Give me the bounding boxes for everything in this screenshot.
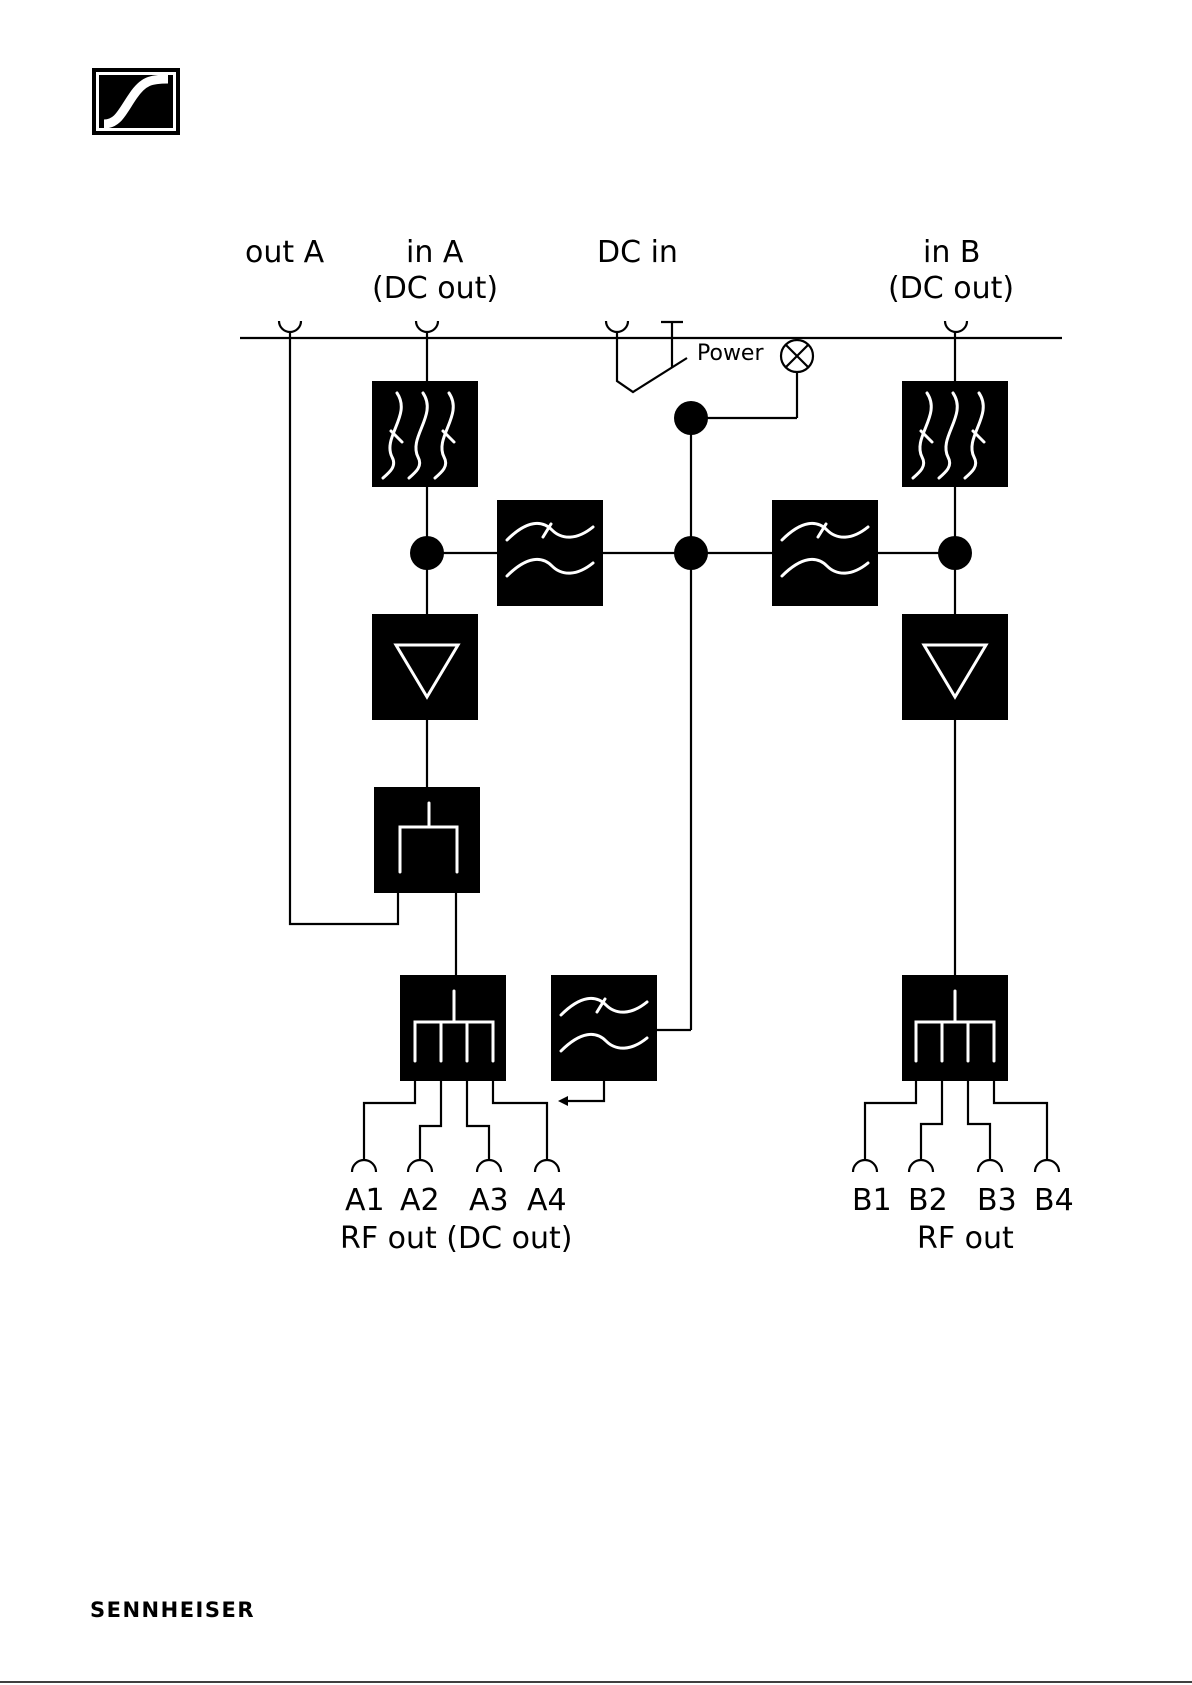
jack-in-a-icon xyxy=(416,321,438,332)
bandpass-filter-a-icon xyxy=(372,381,478,487)
lowpass-filter-dc-icon xyxy=(551,975,657,1081)
two-way-splitter-icon xyxy=(374,787,480,893)
junction-b xyxy=(938,536,972,570)
port-label-b4: B4 xyxy=(1034,1183,1074,1218)
label-out-a: out A xyxy=(245,235,325,270)
jack-b2-icon xyxy=(909,1160,933,1172)
brand-name: SENNHEISER xyxy=(90,1598,255,1622)
port-label-a1: A1 xyxy=(345,1183,385,1218)
caption-a: RF out (DC out) xyxy=(340,1221,572,1256)
jack-dc-in-icon xyxy=(606,321,628,332)
port-label-b1: B1 xyxy=(852,1183,892,1218)
power-label: Power xyxy=(697,341,764,366)
jack-a2-icon xyxy=(408,1160,432,1172)
label-in-a: in A xyxy=(406,235,464,270)
jack-b3-icon xyxy=(978,1160,1002,1172)
jack-in-b-icon xyxy=(945,321,967,332)
jack-b4-icon xyxy=(1035,1160,1059,1172)
lowpass-filter-b-icon xyxy=(772,500,878,606)
four-way-splitter-b-icon xyxy=(902,975,1008,1081)
label-in-a-sub: (DC out) xyxy=(372,271,498,306)
port-label-b3: B3 xyxy=(977,1183,1017,1218)
four-way-splitter-a-icon xyxy=(400,975,506,1081)
junction-a xyxy=(410,536,444,570)
label-dc-in: DC in xyxy=(597,235,678,270)
lowpass-filter-a-icon xyxy=(497,500,603,606)
jack-a1-icon xyxy=(352,1160,376,1172)
jack-out-a-icon xyxy=(279,321,301,332)
label-in-b-sub: (DC out) xyxy=(888,271,1014,306)
port-label-b2: B2 xyxy=(908,1183,948,1218)
junction-center xyxy=(674,536,708,570)
amplifier-a-icon xyxy=(372,614,478,720)
label-in-b: in B xyxy=(923,235,980,270)
port-label-a4: A4 xyxy=(527,1183,567,1218)
sennheiser-s-logo-icon xyxy=(92,68,180,135)
jack-b1-icon xyxy=(853,1160,877,1172)
port-label-a3: A3 xyxy=(469,1183,509,1218)
junction-power xyxy=(674,401,708,435)
bandpass-filter-b-icon xyxy=(902,381,1008,487)
port-label-a2: A2 xyxy=(400,1183,440,1218)
amplifier-b-icon xyxy=(902,614,1008,720)
caption-b: RF out xyxy=(917,1221,1014,1256)
jack-a4-icon xyxy=(535,1160,559,1172)
jack-a3-icon xyxy=(477,1160,501,1172)
power-lamp-icon xyxy=(781,340,813,372)
